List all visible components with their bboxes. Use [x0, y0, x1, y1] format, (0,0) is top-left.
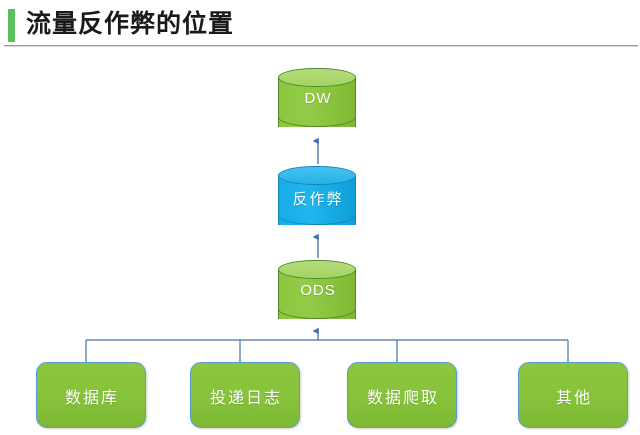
slide-header: 流量反作弊的位置 [0, 0, 640, 50]
cylinder-anti-cheat[interactable]: 反作弊 [278, 166, 358, 234]
source-box-database-label: 数据库 [64, 390, 119, 407]
source-box-other[interactable]: 其他 [518, 362, 628, 428]
cylinder-anti-cheat-bottom [278, 206, 356, 225]
source-box-delivery-log-label: 投递日志 [209, 390, 282, 407]
cylinder-anti-cheat-label: 反作弊 [292, 191, 344, 208]
source-box-database[interactable]: 数据库 [36, 362, 146, 428]
diagram-area: DW 反作弊 ODS 数据库 投递日志 数据爬取 其他 [0, 50, 640, 435]
header-divider [4, 45, 638, 47]
cylinder-ods-top [278, 260, 356, 279]
cylinder-dw-label: DW [304, 90, 332, 107]
title-accent-bar [8, 9, 15, 42]
source-box-delivery-log[interactable]: 投递日志 [190, 362, 300, 428]
cylinder-anti-cheat-top [278, 166, 356, 185]
source-box-data-crawl-label: 数据爬取 [366, 390, 439, 407]
cylinder-ods-label: ODS [300, 282, 336, 299]
cylinder-dw-top [278, 68, 356, 87]
source-box-other-label: 其他 [555, 390, 592, 407]
cylinder-ods[interactable]: ODS [278, 260, 358, 328]
page-title: 流量反作弊的位置 [26, 10, 235, 38]
cylinder-dw-bottom [278, 108, 356, 127]
cylinder-dw[interactable]: DW [278, 68, 358, 136]
cylinder-ods-bottom [278, 300, 356, 319]
source-box-data-crawl[interactable]: 数据爬取 [347, 362, 457, 428]
